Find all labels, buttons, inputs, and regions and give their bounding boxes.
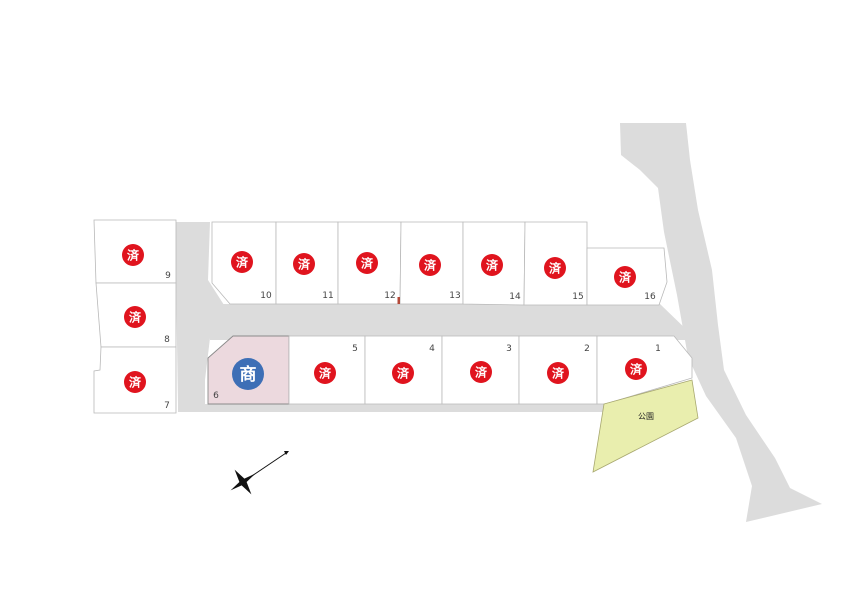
sold-badge-label: 済: [397, 366, 410, 381]
commercial-badge-label: 商: [240, 364, 257, 385]
road-center: [210, 304, 690, 340]
sold-badge-label: 済: [298, 257, 311, 272]
lot-number-3: 3: [506, 344, 512, 354]
sold-badge-label: 済: [549, 261, 562, 276]
sold-badge-12: 済: [356, 252, 378, 274]
sold-badge-2: 済: [547, 362, 569, 384]
lot-number-11: 11: [322, 291, 333, 301]
roads: [175, 123, 822, 522]
sold-badge-label: 済: [361, 256, 374, 271]
lot-number-15: 15: [572, 292, 583, 302]
sold-badge-1: 済: [625, 358, 647, 380]
lot-number-7: 7: [164, 401, 170, 411]
road-west-stub: [175, 222, 240, 404]
lot-number-8: 8: [164, 335, 170, 345]
sold-badge-label: 済: [475, 365, 488, 380]
main-road-east: [620, 123, 822, 522]
sold-badge-3: 済: [470, 361, 492, 383]
lot-number-14: 14: [509, 292, 521, 302]
sold-badge-4: 済: [392, 362, 414, 384]
sold-badge-label: 済: [127, 248, 140, 263]
commercial-badge-6: 商: [232, 358, 264, 390]
lots-south: [207, 335, 693, 405]
sold-badge-label: 済: [129, 375, 142, 390]
sold-badge-15: 済: [544, 257, 566, 279]
lot-boundary-marker: [397, 297, 400, 304]
sold-badge-7: 済: [124, 371, 146, 393]
lot-number-4: 4: [429, 344, 435, 354]
sold-badge-label: 済: [424, 258, 437, 273]
sold-badge-label: 済: [486, 258, 499, 273]
sold-badge-label: 済: [236, 255, 249, 270]
sold-badge-14: 済: [481, 254, 503, 276]
sold-badge-11: 済: [293, 253, 315, 275]
road-south: [178, 404, 612, 412]
sold-badge-5: 済: [314, 362, 336, 384]
lot-number-6: 6: [213, 391, 219, 401]
sold-badges: 済 済 済 済 済 済 済 済: [122, 244, 647, 393]
sold-badge-label: 済: [319, 366, 332, 381]
sold-badge-label: 済: [619, 270, 632, 285]
sold-badge-10: 済: [231, 251, 253, 273]
park-area[interactable]: [592, 379, 699, 473]
lot-number-16: 16: [644, 292, 656, 302]
lot-number-10: 10: [260, 291, 272, 301]
sold-badge-13: 済: [419, 254, 441, 276]
lot-numbers: 1 2 3 4 5 6 7 8 9 10 11 12 13 14 15 16: [164, 271, 661, 411]
lot-number-2: 2: [584, 344, 590, 354]
sold-badge-8: 済: [124, 306, 146, 328]
lot-number-12: 12: [384, 291, 395, 301]
sold-badge-label: 済: [129, 310, 142, 325]
compass-icon: [230, 451, 289, 495]
sold-badge-label: 済: [552, 366, 565, 381]
lot-number-9: 9: [165, 271, 171, 281]
lot-number-1: 1: [655, 344, 661, 354]
lot-number-13: 13: [449, 291, 460, 301]
sold-badge-16: 済: [614, 266, 636, 288]
park-label: 公園: [638, 412, 654, 421]
sold-badge-9: 済: [122, 244, 144, 266]
lot-number-5: 5: [352, 344, 358, 354]
sold-badge-label: 済: [630, 362, 643, 377]
